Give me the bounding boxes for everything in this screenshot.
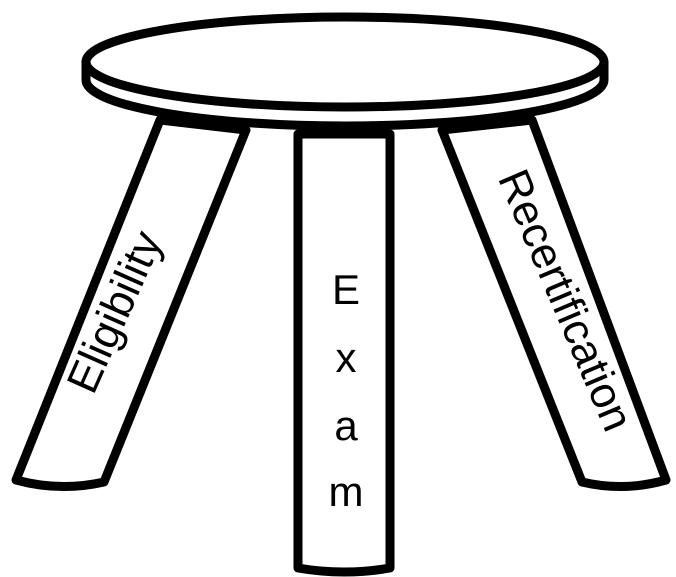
left-leg: Eligibility	[16, 120, 246, 487]
middle-leg: E x a m	[298, 134, 390, 572]
middle-leg-letter-3: a	[334, 402, 358, 449]
right-leg: Recertification	[442, 120, 666, 487]
stool-seat	[86, 17, 604, 126]
middle-leg-letter-1: E	[332, 266, 360, 313]
middle-leg-letter-2: x	[336, 334, 357, 381]
middle-leg-letter-4: m	[329, 468, 364, 515]
